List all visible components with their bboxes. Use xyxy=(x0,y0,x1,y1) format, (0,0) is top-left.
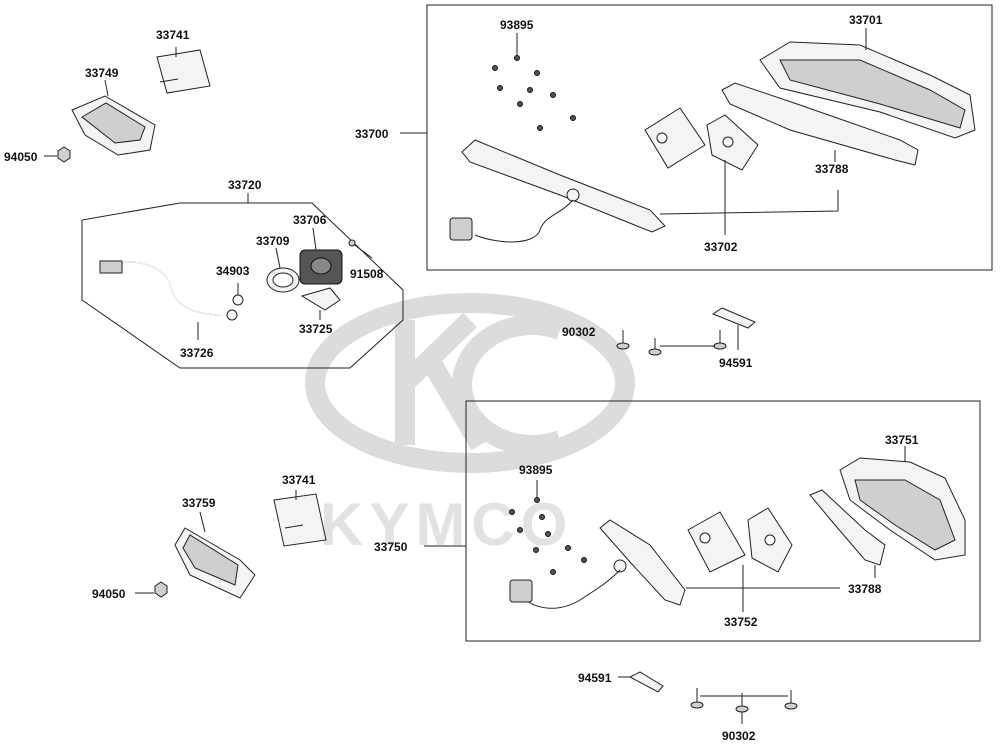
part-33741-bottom xyxy=(273,490,327,547)
part-94591-bottom xyxy=(618,671,664,693)
part-33709-gasket xyxy=(266,247,300,293)
label-33759: 33759 xyxy=(182,496,216,510)
label-90302-bottom: 90302 xyxy=(722,729,756,743)
label-33700: 33700 xyxy=(355,127,389,141)
label-33750: 33750 xyxy=(374,540,408,554)
label-94050-bottom: 94050 xyxy=(92,587,126,601)
kymco-watermark: KYMCO xyxy=(305,293,635,558)
label-93895-bottom: 93895 xyxy=(519,463,553,477)
screws-93895-top xyxy=(492,33,576,131)
assembly-outline-33720 xyxy=(81,202,404,369)
part-33752-board-bottom xyxy=(687,507,793,612)
label-33749: 33749 xyxy=(85,66,119,80)
part-33725-bracket xyxy=(300,287,341,320)
label-33741-bottom: 33741 xyxy=(282,473,316,487)
assembly-box-33750 xyxy=(465,400,981,642)
label-33720: 33720 xyxy=(228,178,262,192)
label-34903: 34903 xyxy=(216,264,250,278)
part-33749 xyxy=(71,79,156,156)
label-33702: 33702 xyxy=(704,240,738,254)
label-94591-mid: 94591 xyxy=(719,356,753,370)
label-33741-top: 33741 xyxy=(156,28,190,42)
part-33751-lens xyxy=(839,446,966,561)
label-93895-top: 93895 xyxy=(500,18,534,32)
label-33725: 33725 xyxy=(299,322,333,336)
label-33726: 33726 xyxy=(180,346,214,360)
label-33751: 33751 xyxy=(885,433,919,447)
label-33752: 33752 xyxy=(724,615,758,629)
part-33701-lens xyxy=(759,28,976,139)
part-91508-screw xyxy=(348,239,373,259)
fasteners-90302-mid xyxy=(616,330,727,356)
label-33701: 33701 xyxy=(849,13,883,27)
label-33788-bottom: 33788 xyxy=(848,582,882,596)
label-94591-bottom: 94591 xyxy=(578,671,612,685)
part-33788-top-gasket xyxy=(721,82,919,166)
label-91508: 91508 xyxy=(350,267,384,281)
part-94591-mid xyxy=(711,307,756,350)
assembly-box-33700 xyxy=(426,4,993,271)
label-90302-mid: 90302 xyxy=(562,325,596,339)
label-33788-top: 33788 xyxy=(815,162,849,176)
fasteners-90302-bottom xyxy=(690,688,798,724)
part-34903-bulb xyxy=(232,283,244,306)
part-94050-top xyxy=(44,146,71,163)
part-33759 xyxy=(174,511,256,599)
part-33788-bottom-gasket xyxy=(809,489,886,578)
part-33750-housing xyxy=(509,519,840,609)
part-33741-top xyxy=(156,47,211,94)
part-94050-bottom xyxy=(135,581,168,598)
screws-93895-bottom xyxy=(509,480,587,575)
part-33700-housing xyxy=(449,139,839,243)
part-33706-socket xyxy=(299,227,343,285)
label-33706: 33706 xyxy=(293,213,327,227)
label-94050-top: 94050 xyxy=(4,150,38,164)
watermark-text: KYMCO xyxy=(320,491,573,558)
part-33702-board-top xyxy=(644,107,759,235)
part-33726-wire-harness xyxy=(99,260,238,340)
label-33709: 33709 xyxy=(256,234,290,248)
